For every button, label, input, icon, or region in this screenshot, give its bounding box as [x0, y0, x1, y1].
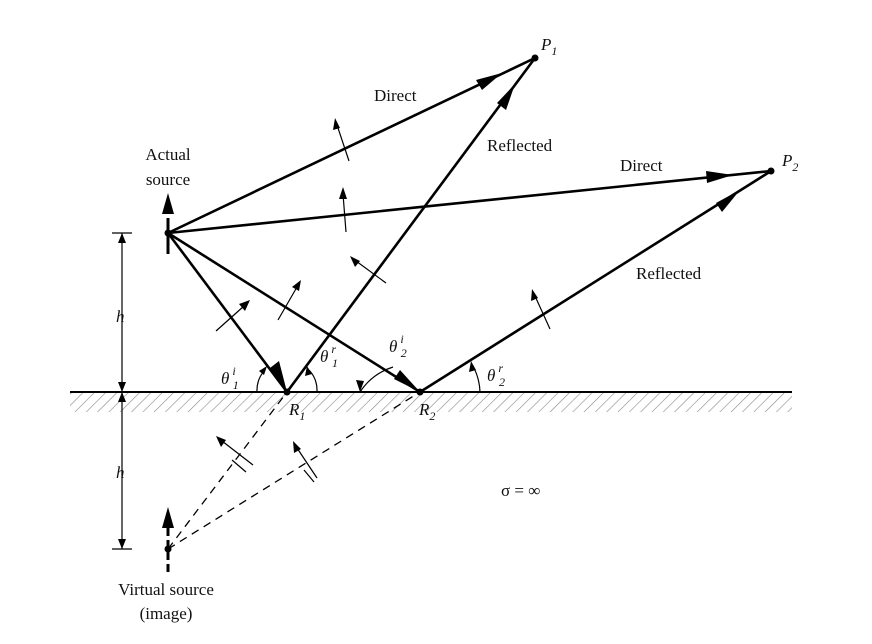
direct-label-2: Direct [620, 156, 663, 175]
p2-label: P2 [781, 151, 798, 174]
h-label-top: h [116, 307, 125, 326]
virtual-source-label-1: Virtual source [118, 580, 214, 599]
point-p1 [531, 54, 539, 62]
field-arrow [215, 300, 250, 332]
actual-source-label-2: source [146, 170, 190, 189]
field-arrow [531, 289, 551, 330]
height-dimension-bottom [112, 392, 132, 550]
r1-label: R1 [288, 400, 305, 423]
angle-arc-theta-i2 [356, 366, 394, 393]
direct-ray-p2 [167, 169, 772, 235]
incident-ray-r2 [167, 231, 421, 394]
field-arrow [350, 256, 387, 284]
point-p2 [767, 167, 775, 175]
actual-source-label-1: Actual [145, 145, 191, 164]
field-arrow [293, 441, 318, 479]
reflected-ray-p2 [419, 169, 772, 394]
direct-ray-p1 [167, 56, 536, 235]
conductivity-label: σ = ∞ [501, 481, 540, 500]
reflected-ray-p1 [285, 57, 537, 393]
field-arrow [216, 436, 254, 466]
image-ray-r1 [167, 391, 288, 550]
direct-label-1: Direct [374, 86, 417, 105]
field-arrow [277, 280, 301, 321]
angle-arc-theta-r1 [305, 366, 318, 393]
point-r1 [283, 388, 291, 396]
field-arrow [333, 118, 350, 162]
field-arrow [339, 187, 347, 233]
angle-arc-theta-r2 [469, 361, 481, 393]
actual-source [162, 193, 174, 254]
tick-mark [303, 469, 315, 483]
virtual-source-label-2: (image) [140, 604, 193, 623]
point-r2 [416, 388, 424, 396]
r2-label: R2 [418, 400, 435, 423]
angle-arc-theta-i1 [256, 366, 267, 393]
image-ray-r2 [167, 391, 421, 550]
reflected-label-1: Reflected [487, 136, 553, 155]
tick-mark [231, 459, 247, 473]
incident-ray-r1 [166, 232, 289, 393]
reflected-label-2: Reflected [636, 264, 702, 283]
h-label-bottom: h [116, 463, 125, 482]
p1-label: P1 [540, 35, 557, 58]
virtual-source [162, 507, 174, 572]
height-dimension-top [112, 232, 132, 392]
ground-hatch [70, 392, 792, 412]
